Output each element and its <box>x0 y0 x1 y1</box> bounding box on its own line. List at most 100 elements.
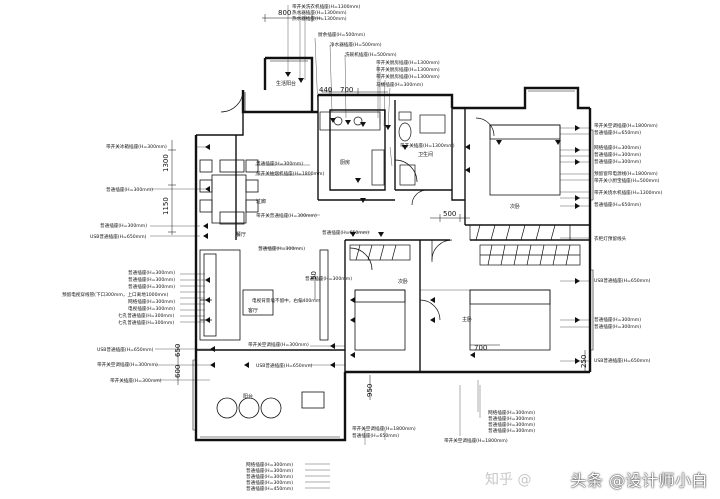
room-living: 客厅 <box>248 307 258 314</box>
label: 普通插座(H=300mm) <box>258 245 305 252</box>
label: 热水器插座(H=1300mm) <box>292 15 347 22</box>
label: 普通插座(H=650mm) <box>594 201 641 208</box>
dim-250: 250 <box>580 355 588 368</box>
dim-700a: 700 <box>340 86 353 94</box>
label: 带开关厨房插座(H=1300mm) <box>376 73 440 80</box>
dim-500: 500 <box>443 210 456 218</box>
toutiao-watermark: 头条 @设计师小白 <box>570 471 708 490</box>
room-bedroom-mid: 次卧 <box>398 278 408 285</box>
label: 普通插座(H=300mm) <box>594 316 641 323</box>
room-master: 主卧 <box>462 316 472 323</box>
label: 带开关烧水机插座(H=1300mm) <box>594 189 662 196</box>
label: 电视背景墙不留中，右偏400mm <box>252 297 321 304</box>
bathroom-fixtures <box>398 111 446 186</box>
room-corridor: 过廊 <box>256 198 266 205</box>
label: 普通插座(H=300mm) <box>256 160 303 167</box>
leader-lines <box>150 5 590 489</box>
label: 普通插座(H=300mm) <box>128 269 175 276</box>
label: USB普通插座(H=650mm) <box>594 357 651 364</box>
label: 带开关空调插座(H=1800mm) <box>594 122 658 129</box>
label: 电视插座(H=300mm) <box>128 305 175 312</box>
room-kitchen: 厨房 <box>340 159 350 166</box>
label: 带开关空调插座(H=1800mm) <box>352 425 416 432</box>
label: 普通插座(H=650mm) <box>322 229 369 236</box>
dim-650: 650 <box>174 344 182 357</box>
dim-1150: 1150 <box>162 197 170 215</box>
label: 普通插座(H=300mm) <box>100 222 147 229</box>
label: 带开关小厨宝插座(H=500mm) <box>594 177 660 184</box>
label: 普通插座(H=300mm) <box>128 276 175 283</box>
label: 洗碗机插座(H=500mm) <box>345 51 397 58</box>
dimension-texts: 800 440 700 1300 1150 500 700 650 600 50… <box>162 9 588 397</box>
doors <box>220 89 495 321</box>
label: 普通插座(H=300mm) <box>128 283 175 290</box>
label: 普通插座(H=300mm) <box>246 467 293 474</box>
label: 普通插座(H=300mm) <box>106 186 153 193</box>
dimension-lines <box>168 14 586 400</box>
label: 带开关空调插座(H=300mm) <box>248 341 309 348</box>
label: 普通插座(H=300mm) <box>488 427 535 434</box>
label: 带开关插座(H=1300mm) <box>400 142 455 149</box>
balcony-furniture <box>216 391 325 419</box>
label: 马桶插座(H=300mm) <box>376 81 423 88</box>
label: 带开关插座(H=300mm) <box>110 377 162 384</box>
label: 普通插座(H=300mm) <box>594 158 641 165</box>
dining-set <box>199 159 259 225</box>
windows <box>192 57 594 441</box>
label: 普通插座(H=300mm) <box>246 479 293 486</box>
label: 带开关空调插座(H=1800mm) <box>444 437 508 444</box>
label: USB普通插座(H=650mm) <box>256 362 313 369</box>
room-names: 生活阳台 厨房 卫生间 过廊 餐厅 客厅 阳台 次卧 次卧 主卧 <box>236 80 520 400</box>
label: 普通插座(H=300mm) <box>488 421 535 428</box>
label: 带开关厨房插座(H=1300mm) <box>376 59 440 66</box>
label: 预留窗帘电源线(H=1800mm) <box>594 170 658 177</box>
label: 七孔普通插座(H=300mm) <box>118 312 174 319</box>
beds <box>354 124 561 351</box>
label: 带开关厨房插座(H=1300mm) <box>376 66 440 73</box>
dim-50: 50 <box>310 271 318 280</box>
exterior-walls <box>194 56 592 442</box>
label: 带开关冰箱插座(H=300mm) <box>106 143 167 150</box>
socket-symbols <box>203 72 580 368</box>
label: 带开关抽烟机插座(H=1800mm) <box>256 170 324 177</box>
label: 普通插座(H=300mm) <box>488 415 535 422</box>
dim-440: 440 <box>319 86 332 94</box>
room-bathroom: 卫生间 <box>418 151 433 158</box>
label: 热水器插座(H=1300mm) <box>292 9 347 16</box>
label: 普通插座(H=650mm) <box>352 432 399 439</box>
label: 普通插座(H=300mm) <box>246 473 293 480</box>
label: 七孔普通插座(H=300mm) <box>118 319 174 326</box>
label: 网络插座(H=300mm) <box>488 409 535 416</box>
label: USB普通插座(H=650mm) <box>594 277 651 284</box>
dim-800: 800 <box>278 9 291 17</box>
room-balcony-north: 生活阳台 <box>276 80 296 87</box>
label: 普通插座(H=450mm) <box>246 485 293 492</box>
label: 普通插座(H=300mm) <box>594 151 641 158</box>
label: USB普通插座(H=650mm) <box>90 233 147 240</box>
room-restaurant: 餐厅 <box>236 231 246 238</box>
label: 普通插座(H=300mm) <box>305 275 352 282</box>
label: 网络插座(H=300mm) <box>128 298 175 305</box>
dim-600: 600 <box>174 365 182 378</box>
label: 网络插座(H=300mm) <box>594 144 641 151</box>
label: USB普通插座(H=650mm) <box>97 346 154 353</box>
zhihu-watermark: 知乎 @ <box>485 472 532 488</box>
label: 厨余插座(H=500mm) <box>318 31 365 38</box>
label: 普通插座(H=650mm) <box>594 129 641 136</box>
room-bedroom-ne: 次卧 <box>510 203 520 210</box>
interior-walls <box>196 95 590 372</box>
label: 预留电视穿线管(下口300mm，上口离地1000mm) <box>62 291 168 298</box>
label: 网络插座(H=300mm) <box>246 461 293 468</box>
label: 带开关空调插座(H=300mm) <box>97 361 158 368</box>
dim-1300: 1300 <box>162 154 170 172</box>
annotation-labels: 带开关洗衣机插座(H=1300mm) 热水器插座(H=1300mm) 热水器插座… <box>62 3 662 492</box>
label: 衣柜灯预留线头 <box>594 235 627 242</box>
dim-950: 950 <box>366 384 374 397</box>
room-balcony-south: 阳台 <box>243 393 253 400</box>
label: 普通插座(H=300mm) <box>594 323 641 330</box>
label: 带开关普通插座(H=300mm) <box>256 212 317 219</box>
living-furniture <box>199 249 329 341</box>
wardrobes <box>349 224 581 266</box>
label: 带开关洗衣机插座(H=1300mm) <box>292 3 360 10</box>
